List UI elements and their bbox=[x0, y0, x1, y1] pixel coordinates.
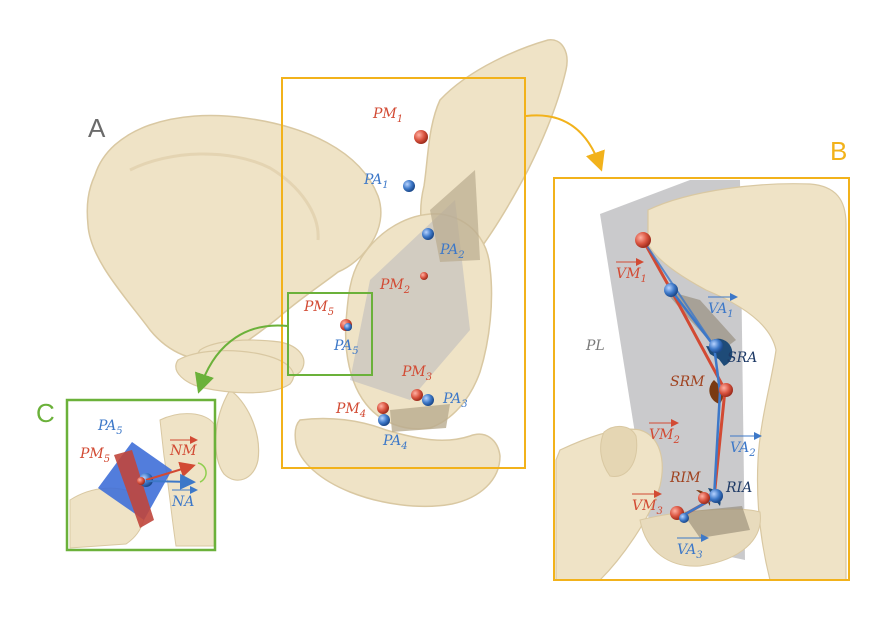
label-srm: SRM bbox=[670, 374, 705, 390]
point-pa2 bbox=[422, 228, 434, 240]
point-pm1 bbox=[414, 130, 428, 144]
label-ria: RIA bbox=[725, 480, 752, 496]
point-b-pa1 bbox=[664, 283, 678, 297]
point-pm2 bbox=[420, 272, 428, 280]
panel-label-a: A bbox=[88, 113, 106, 143]
point-b-ria bbox=[709, 489, 723, 503]
point-b-srm bbox=[719, 383, 733, 397]
vector-na bbox=[146, 481, 192, 482]
panel-label-c: C bbox=[36, 398, 55, 428]
label-pm4: PM4 bbox=[335, 401, 366, 420]
point-b-sra bbox=[709, 339, 723, 353]
point-b-pm1 bbox=[635, 232, 651, 248]
point-pa3 bbox=[422, 394, 434, 406]
label-pl: PL bbox=[585, 338, 605, 354]
point-b-rim bbox=[698, 492, 710, 504]
point-b-pa3 bbox=[679, 513, 689, 523]
panel-c-zoom bbox=[67, 400, 215, 550]
point-pa5 bbox=[344, 323, 352, 331]
label-pm1: PM1 bbox=[372, 106, 403, 125]
point-pa1 bbox=[403, 180, 415, 192]
point-pa4 bbox=[378, 414, 390, 426]
point-c-pm5 bbox=[137, 477, 145, 485]
label-pm5: PM5 bbox=[303, 299, 334, 318]
label-rim: RIM bbox=[669, 470, 701, 486]
point-pm4 bbox=[377, 402, 389, 414]
panel-label-b: B bbox=[830, 136, 847, 166]
label-sra: SRA bbox=[727, 350, 757, 366]
label-c-nm: NM bbox=[169, 443, 197, 459]
point-pm3 bbox=[411, 389, 423, 401]
label-c-na: NA bbox=[171, 494, 194, 510]
